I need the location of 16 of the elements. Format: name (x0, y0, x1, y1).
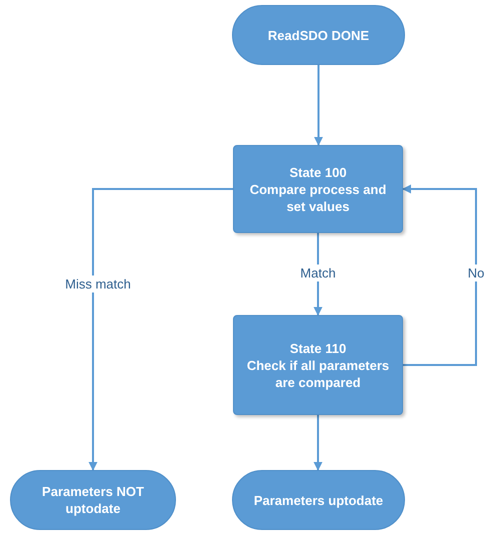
node-title: State 100 (289, 164, 347, 180)
node-text: Check if all parameters are compared (246, 356, 390, 390)
arrow (314, 415, 322, 471)
process-box (233, 145, 403, 233)
node-title: Parameters NOT uptodate (41, 483, 145, 517)
node-title: State 110 (290, 340, 346, 356)
node-title: Parameters uptodate (254, 492, 384, 508)
node-title: ReadSDO DONE (268, 26, 370, 44)
arrow (314, 65, 323, 146)
edge-label: Match (298, 264, 338, 282)
edge-label: No (466, 264, 486, 282)
node-text: Compare process and set values (248, 180, 388, 214)
process-box (233, 315, 403, 415)
arrow (402, 184, 477, 366)
arrow (88, 188, 233, 471)
edge-label: Miss match (63, 276, 133, 292)
